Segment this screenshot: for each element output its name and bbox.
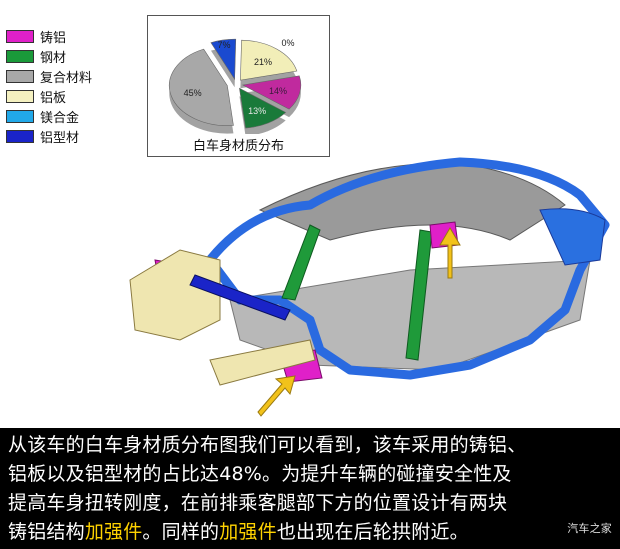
legend-label: 镁合金 (40, 110, 80, 126)
caption-segment: 铸铝结构 (8, 521, 85, 543)
arrow-front-icon (257, 375, 296, 417)
legend-swatch (6, 109, 34, 123)
legend-swatch (6, 89, 34, 103)
legend-label: 铸铝 (40, 30, 67, 46)
pie-data-label: 13% (248, 106, 266, 116)
legend-swatch (6, 49, 34, 63)
rear-deck (539, 208, 606, 266)
legend-swatch (6, 69, 34, 83)
cross-member (189, 274, 291, 321)
pie-slice (210, 38, 237, 81)
legend-item: 铝板 (6, 86, 92, 106)
pie-slice (169, 48, 234, 126)
b-pillar (405, 229, 433, 361)
car-body-illustration (129, 157, 610, 417)
highlight-reinforcement: 加强件 (219, 521, 277, 543)
legend-item: 钢材 (6, 46, 92, 66)
chart-title: 白车身材质分布 (192, 139, 284, 154)
legend-label: 复合材料 (40, 70, 93, 86)
caption-line: 提高车身扭转刚度，在前排乘客腿部下方的位置设计有两块 (8, 492, 508, 514)
caption-line: 铝板以及铝型材的占比达48%。为提升车辆的碰撞安全性及 (8, 463, 512, 485)
pie-data-label: 14% (269, 86, 287, 96)
pie-data-label: 45% (184, 88, 202, 98)
roof-panel (258, 162, 566, 241)
arrow-rear-icon (439, 227, 461, 279)
caption-segment: 。同样的 (142, 521, 220, 543)
legend-label: 铝型材 (40, 130, 80, 146)
legend-label: 铝板 (40, 90, 67, 106)
legend-swatch (6, 29, 34, 43)
legend-item: 铝型材 (6, 126, 92, 146)
caption-line: 铸铝结构加强件。同样的加强件也出现在后轮拱附近。 (8, 518, 612, 547)
pie-slice (240, 39, 298, 81)
caption-line: 从该车的白车身材质分布图我们可以看到，该车采用的铸铝、 (8, 434, 527, 456)
material-legend: 铸铝钢材复合材料铝板镁合金铝型材 (6, 26, 92, 146)
legend-item: 复合材料 (6, 66, 92, 86)
legend-swatch (6, 129, 34, 143)
front-structure (129, 249, 221, 341)
legend-item: 铸铝 (6, 26, 92, 46)
lower-rail (209, 339, 316, 386)
highlight-reinforcement: 加强件 (84, 521, 143, 543)
caption-segment: 也出现在后轮拱附近。 (276, 521, 469, 543)
legend-label: 钢材 (40, 50, 67, 66)
pie-slice (241, 75, 302, 110)
pie-slice (239, 87, 287, 129)
watermark: 汽车之家 (567, 522, 612, 535)
material-pie-chart: 21% 14%13% 45% 7% 0% 白车身材质分布 (147, 15, 330, 157)
caption-text-block: 从该车的白车身材质分布图我们可以看到，该车采用的铸铝、 铝板以及铝型材的占比达4… (0, 428, 620, 549)
pie-data-label: 0% (281, 38, 294, 48)
legend-item: 镁合金 (6, 106, 92, 126)
a-pillar (281, 224, 321, 301)
body-side-frame (205, 157, 610, 380)
pie-data-label: 21% (254, 57, 272, 67)
pie-data-label: 7% (217, 40, 230, 50)
pie-svg: 21% 14%13% 45% 7% 0% (169, 38, 302, 134)
